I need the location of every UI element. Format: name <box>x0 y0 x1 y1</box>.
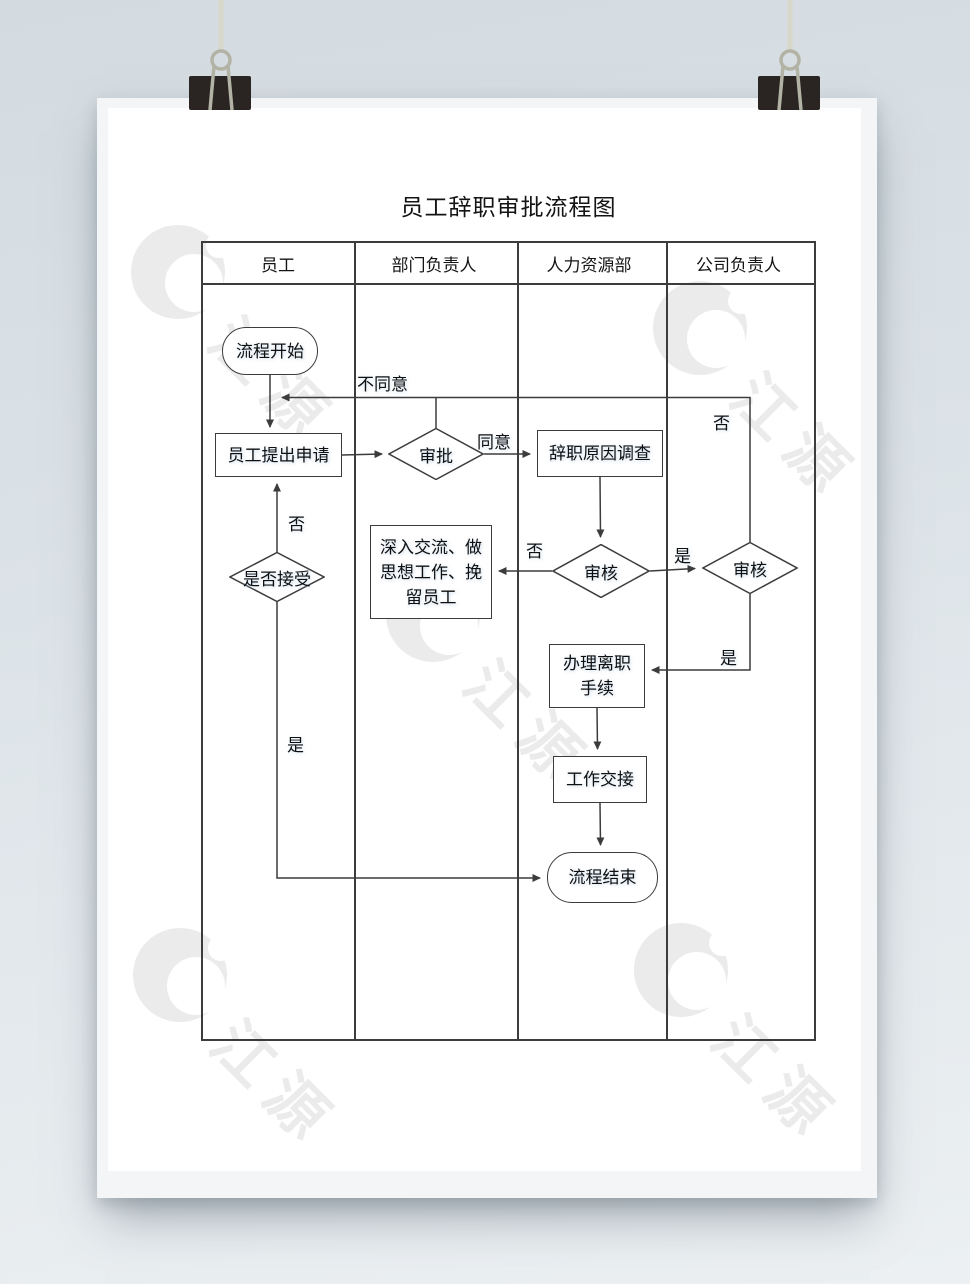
node-handover: 工作交接 <box>553 756 647 803</box>
node-accept-label: 是否接受 <box>243 569 311 589</box>
node-approve: 审批 <box>388 428 484 480</box>
lane-divider <box>666 243 668 1039</box>
node-approve-label: 审批 <box>419 446 453 466</box>
node-hr-review: 审核 <box>552 544 650 598</box>
edge-accept-yes-to-end <box>276 602 541 882</box>
page-title: 员工辞职审批流程图 <box>400 194 617 220</box>
node-end-label: 流程结束 <box>568 868 637 887</box>
label-agree: 同意 <box>477 433 511 452</box>
node-persuade-line2: 思想工作、挽 <box>380 562 482 582</box>
edge-company-yes-to-procedure <box>651 594 751 674</box>
node-handover-label: 工作交接 <box>566 770 634 789</box>
flowchart-page: 江 源 江 源 江 源 <box>108 108 861 1171</box>
lane-divider <box>354 243 356 1039</box>
node-start-label: 流程开始 <box>236 341 304 361</box>
edge-handover-to-end <box>596 802 605 846</box>
node-company-review: 审核 <box>702 542 798 594</box>
label-company-no: 否 <box>713 414 730 433</box>
lane-header-company: 公司负责人 <box>695 255 781 275</box>
node-company-review-label: 审核 <box>733 560 767 580</box>
node-procedure-line2: 手续 <box>580 679 614 698</box>
lane-divider <box>517 243 519 1039</box>
node-persuade-line1: 深入交流、做 <box>380 537 482 557</box>
edge-investigate-to-hr-review <box>596 476 605 538</box>
node-procedure-line1: 办理离职 <box>563 654 631 673</box>
node-persuade: 深入交流、做 思想工作、挽 留员工 <box>370 525 492 619</box>
node-apply: 员工提出申请 <box>215 433 342 477</box>
clip-wire-loop <box>210 49 232 71</box>
node-accept: 是否接受 <box>229 552 325 602</box>
node-start: 流程开始 <box>222 327 318 375</box>
node-end: 流程结束 <box>547 852 658 903</box>
clip-body <box>189 76 251 110</box>
label-company-yes: 是 <box>720 649 737 668</box>
node-persuade-line3: 留员工 <box>405 587 457 607</box>
binder-clip-left <box>189 0 251 111</box>
node-hr-review-label: 审核 <box>584 563 618 583</box>
binder-clip-right <box>758 0 820 111</box>
label-accept-no: 否 <box>288 515 305 534</box>
header-divider <box>203 283 814 285</box>
label-disagree: 不同意 <box>357 375 408 394</box>
label-hr-no: 否 <box>526 542 543 561</box>
lane-header-employee: 员工 <box>261 255 295 275</box>
lane-header-dept-head: 部门负责人 <box>391 255 477 275</box>
lane-header-hr: 人力资源部 <box>546 255 632 275</box>
lane-header-row: 员工 部门负责人 人力资源部 公司负责人 <box>203 243 814 283</box>
edge-hr-review-yes-to-company <box>649 564 696 573</box>
edge-procedure-to-handover <box>593 707 602 750</box>
label-hr-yes: 是 <box>674 547 691 566</box>
edge-feedback-disagree <box>281 393 751 542</box>
node-apply-label: 员工提出申请 <box>227 445 330 465</box>
swimlane-table: 员工 部门负责人 人力资源部 公司负责人 <box>201 241 816 1041</box>
clip-wire-arms <box>208 65 234 111</box>
clip-wire-loop <box>779 49 801 71</box>
clip-body <box>758 76 820 110</box>
flow-connectors <box>266 375 751 882</box>
label-accept-yes: 是 <box>287 736 304 755</box>
node-investigate-label: 辞职原因调查 <box>549 444 651 463</box>
node-investigate: 辞职原因调查 <box>537 430 663 477</box>
edge-apply-to-approve <box>341 450 383 459</box>
clip-wire-arms <box>777 65 803 111</box>
poster-sheet: 江 源 江 源 江 源 <box>97 98 877 1198</box>
node-procedure: 办理离职 手续 <box>549 644 645 708</box>
